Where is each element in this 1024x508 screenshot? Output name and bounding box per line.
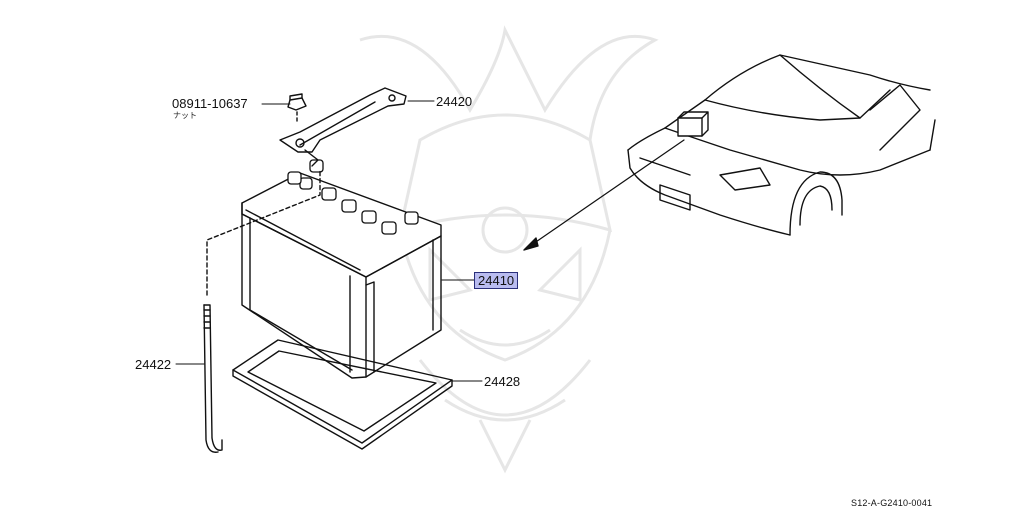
samurai-helmet-watermark-icon: [359, 25, 659, 474]
callout-rod: 24422: [135, 357, 172, 372]
pointer-arrow: [529, 139, 685, 247]
battery-assembly: [175, 54, 936, 453]
callout-nut-name: ナット: [173, 111, 197, 120]
hold-down-rod: [203, 169, 321, 453]
battery-clamp: [279, 87, 407, 167]
nut-icon: [287, 93, 307, 123]
car-front-icon: [627, 54, 936, 236]
callout-tray: 24428: [484, 374, 521, 389]
battery-tray: [232, 339, 453, 450]
callout-nut-part: 08911-10637: [172, 96, 248, 111]
callout-battery[interactable]: 24410: [474, 272, 519, 289]
car-battery-icon: [241, 159, 442, 379]
callout-clamp: 24420: [436, 94, 473, 109]
diagram-code: S12-A-G2410-0041: [851, 498, 933, 508]
